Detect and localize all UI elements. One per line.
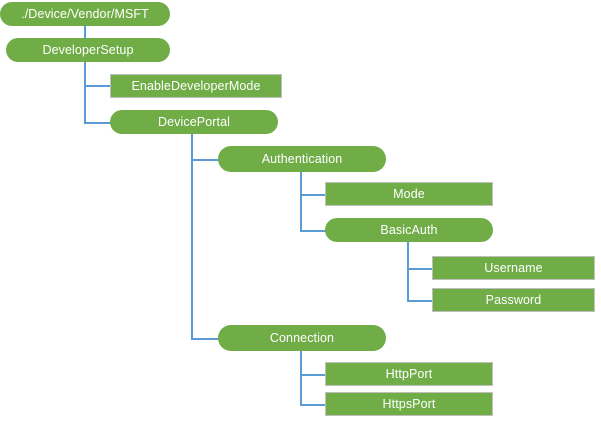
tree-node-developersetup[interactable]: DeveloperSetup [6, 38, 170, 62]
connector-branch-username [407, 268, 433, 270]
connector-branch-httpport [300, 374, 326, 376]
connector-trunk-authentication-children [300, 172, 302, 231]
connector-trunk-developersetup-children [84, 62, 86, 123]
connector-branch-httpsport [300, 404, 326, 406]
connector-trunk-basicauth-children [407, 242, 409, 301]
tree-node-label: BasicAuth [380, 222, 438, 237]
connector-trunk-root-to-developersetup [84, 26, 86, 38]
connector-branch-deviceportal [84, 122, 111, 124]
tree-node-connection[interactable]: Connection [218, 325, 386, 351]
tree-node-label: DevicePortal [157, 114, 231, 129]
tree-node-label: Password [485, 292, 542, 307]
connector-trunk-connection-children [300, 351, 302, 405]
connector-trunk-deviceportal-children [191, 134, 193, 339]
tree-node-label: EnableDeveloperMode [131, 78, 261, 93]
tree-node-mode[interactable]: Mode [325, 182, 493, 206]
connector-branch-connection [191, 338, 219, 340]
tree-node-label: Mode [393, 186, 425, 201]
tree-node-basicauth[interactable]: BasicAuth [325, 218, 493, 242]
tree-node-label: HttpsPort [382, 396, 436, 411]
tree-node-httpport[interactable]: HttpPort [325, 362, 493, 386]
tree-node-password[interactable]: Password [432, 288, 595, 312]
connector-branch-password [407, 300, 433, 302]
tree-node-label: Username [484, 260, 543, 275]
tree-node-label: Authentication [261, 151, 343, 166]
connector-branch-mode [300, 194, 326, 196]
tree-node-enabledevelopermode[interactable]: EnableDeveloperMode [110, 74, 282, 98]
tree-node-label: HttpPort [385, 366, 433, 381]
tree-node-authentication[interactable]: Authentication [218, 146, 386, 172]
connector-branch-authentication [191, 159, 219, 161]
tree-node-deviceportal[interactable]: DevicePortal [110, 110, 278, 134]
tree-node-httpsport[interactable]: HttpsPort [325, 392, 493, 416]
tree-node-label: Connection [269, 330, 335, 345]
tree-node-username[interactable]: Username [432, 256, 595, 280]
tree-node-label: ./Device/Vendor/MSFT [21, 6, 149, 21]
tree-node-label: DeveloperSetup [42, 42, 134, 57]
connector-branch-enabledevelopermode [84, 85, 111, 87]
connector-branch-basicauth [300, 230, 326, 232]
tree-node-root[interactable]: ./Device/Vendor/MSFT [0, 2, 170, 26]
